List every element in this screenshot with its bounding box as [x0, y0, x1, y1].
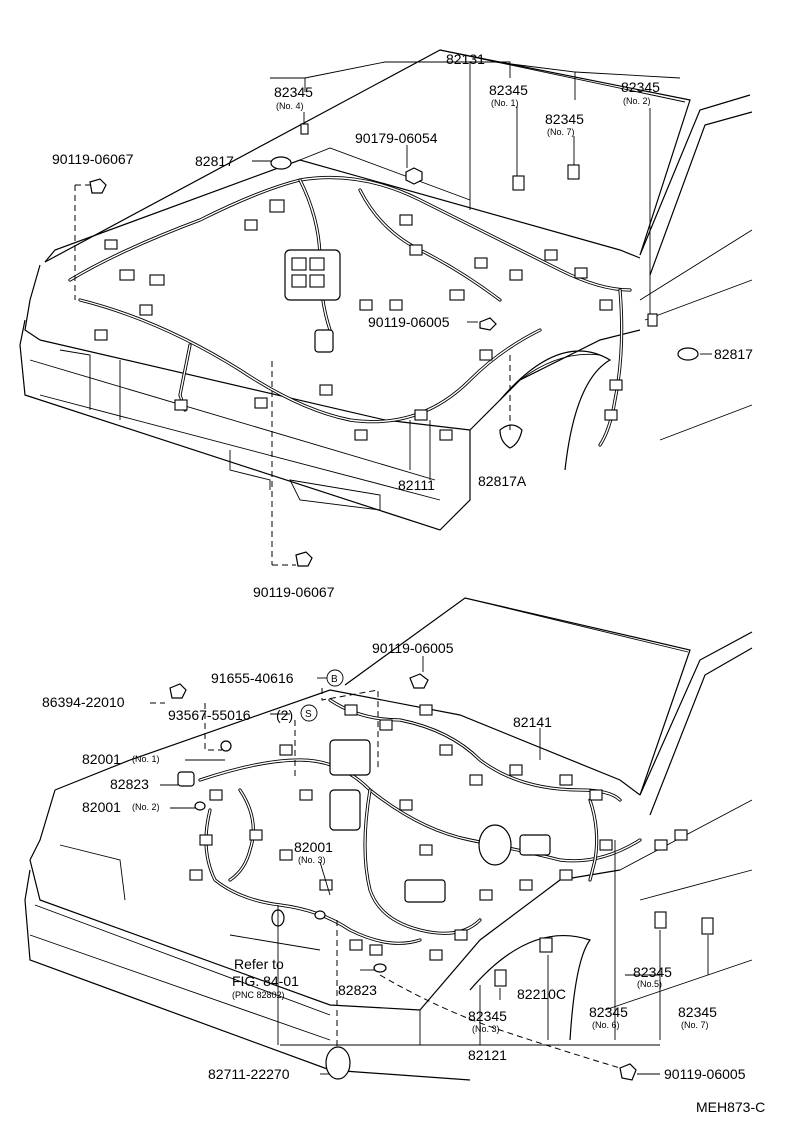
label-82345-no7: 82345 — [545, 111, 584, 127]
label-82131: 82131 — [446, 51, 485, 67]
label-90119-06005-top: 90119-06005 — [368, 314, 450, 330]
label-82001-no1: 82001 — [82, 751, 121, 767]
label-90119-06067-upper: 90119-06067 — [52, 151, 134, 167]
top-leader-lines — [74, 61, 712, 566]
refer-to-line2: FIG. 84-01 — [232, 973, 299, 989]
sublabel-82345-no6: (No. 6) — [592, 1020, 620, 1030]
label-82001-no2: 82001 — [82, 799, 121, 815]
label-82345-no5: 82345 — [633, 964, 672, 980]
label-86394-22010: 86394-22010 — [42, 694, 125, 710]
label-90119-06067-lower: 90119-06067 — [253, 584, 335, 600]
sublabel-82001-no3: (No. 3) — [298, 855, 326, 865]
refer-to-line3: (PNC 82802) — [232, 990, 285, 1000]
label-82345-no4: 82345 — [274, 84, 313, 100]
label-qty-2: (2) — [276, 707, 293, 723]
label-82823-upper: 82823 — [110, 776, 149, 792]
label-82345-no1: 82345 — [489, 82, 528, 98]
label-82711-22270: 82711-22270 — [208, 1066, 290, 1082]
bottom-labels: 90119-06005 91655-40616 B 86394-22010 93… — [42, 640, 746, 1082]
label-90119-06005-upper: 90119-06005 — [372, 640, 454, 656]
label-82823-lower: 82823 — [338, 982, 377, 998]
top-labels: 82131 82345 (No. 4) 82345 (No. 1) 82345 … — [52, 51, 753, 600]
circle-b-marker — [326, 669, 344, 687]
label-82345-no7: 82345 — [678, 1004, 717, 1020]
label-93567-55016: 93567-55016 — [168, 707, 251, 723]
label-82345-no3: 82345 — [468, 1008, 507, 1024]
label-82001-no3: 82001 — [294, 839, 333, 855]
sublabel-no7: (No. 7) — [547, 127, 575, 137]
label-82111: 82111 — [398, 477, 435, 493]
label-82141: 82141 — [513, 714, 552, 730]
label-82817-right: 82817 — [714, 346, 753, 362]
bottom-car-illustration — [24, 597, 753, 1081]
sublabel-no1: (No. 1) — [491, 98, 519, 108]
label-82345-no6: 82345 — [589, 1004, 628, 1020]
circle-s-marker — [300, 704, 318, 722]
sublabel-82001-no1: (No. 1) — [132, 754, 160, 764]
sublabel-82345-no3: (No. 3) — [472, 1024, 500, 1034]
circle-s-text: S — [305, 709, 312, 720]
circle-b-text: B — [331, 674, 338, 685]
bottom-leader-lines — [150, 656, 709, 1075]
sublabel-no4: (No. 4) — [276, 101, 304, 111]
label-90179-06054: 90179-06054 — [355, 130, 438, 146]
label-82345-no2: 82345 — [621, 79, 660, 95]
label-90119-06005-lower: 90119-06005 — [664, 1066, 746, 1082]
refer-to-line1: Refer to — [234, 956, 284, 972]
label-82210C: 82210C — [517, 986, 566, 1002]
label-82817A: 82817A — [478, 473, 527, 489]
sublabel-82345-no7: (No. 7) — [681, 1020, 709, 1030]
sublabel-no2: (No. 2) — [623, 96, 651, 106]
sublabel-82001-no2: (No. 2) — [132, 802, 160, 812]
label-82121: 82121 — [468, 1047, 507, 1063]
top-car-illustration — [19, 49, 753, 567]
sublabel-82345-no5: (No.5) — [637, 979, 662, 989]
figure-code: MEH873-C — [696, 1099, 765, 1115]
label-82817-left: 82817 — [195, 153, 234, 169]
label-91655-40616: 91655-40616 — [211, 670, 294, 686]
